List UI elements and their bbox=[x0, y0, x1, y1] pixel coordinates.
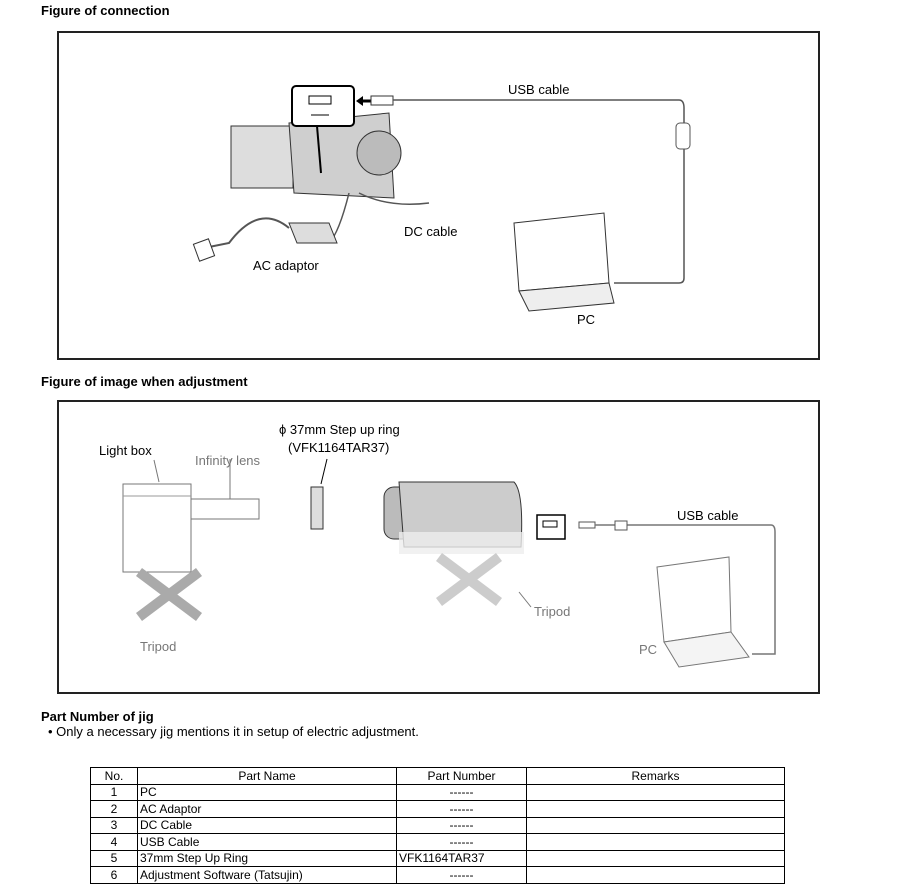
tripod-icon bbox=[436, 553, 502, 606]
dc-cable-label: DC cable bbox=[404, 224, 458, 239]
connection-figure: USB cable DC cable AC adaptor PC bbox=[57, 31, 820, 360]
cell-part-name: Adjustment Software (Tatsujin) bbox=[137, 866, 397, 884]
cell-remarks bbox=[526, 849, 785, 867]
cell-no: 3 bbox=[90, 816, 138, 834]
cell-part-number: ------ bbox=[396, 833, 527, 851]
pc-label: PC bbox=[577, 312, 596, 327]
cell-no: 4 bbox=[90, 833, 138, 851]
cell-no: 5 bbox=[90, 849, 138, 867]
cell-part-name: USB Cable bbox=[137, 833, 397, 851]
header-part-name: Part Name bbox=[137, 767, 397, 785]
light-box-label: Light box bbox=[99, 443, 152, 458]
step-up-ring-icon bbox=[310, 486, 324, 530]
header-no: No. bbox=[90, 767, 138, 785]
ac-adaptor-label: AC adaptor bbox=[253, 258, 319, 273]
adjustment-figure: Light box Infinity lens ϕ 37mm Step up r… bbox=[57, 400, 820, 694]
connection-figure-title: Figure of connection bbox=[41, 3, 170, 18]
cell-no: 6 bbox=[90, 866, 138, 884]
pc-screen-icon bbox=[513, 212, 610, 292]
usb-cable-line bbox=[393, 99, 685, 284]
cell-part-number: ------ bbox=[396, 783, 527, 801]
pc-label: PC bbox=[639, 642, 658, 657]
cell-part-number: ------ bbox=[396, 800, 527, 818]
table-header-row: No. Part Name Part Number Remarks bbox=[90, 767, 785, 785]
adjustment-illustration bbox=[122, 458, 776, 668]
usb-cable-label: USB cable bbox=[677, 508, 739, 523]
cell-part-name: DC Cable bbox=[137, 816, 397, 834]
usb-plug-icon bbox=[578, 521, 596, 529]
usb-cable-line bbox=[595, 524, 776, 655]
connection-illustration bbox=[192, 85, 691, 312]
cell-part-number: ------ bbox=[396, 866, 527, 884]
cell-remarks bbox=[526, 783, 785, 801]
camera-lcd-icon bbox=[230, 125, 294, 189]
cell-part-number: ------ bbox=[396, 816, 527, 834]
header-part-number: Part Number bbox=[396, 767, 527, 785]
ac-adaptor-icon bbox=[288, 222, 338, 244]
cell-no: 2 bbox=[90, 800, 138, 818]
cell-remarks bbox=[526, 800, 785, 818]
usb-plug-icon bbox=[370, 95, 394, 106]
cell-remarks bbox=[526, 816, 785, 834]
camera-tripod-label: Tripod bbox=[534, 604, 571, 619]
jig-section-title: Part Number of jig bbox=[41, 709, 154, 724]
cell-remarks bbox=[526, 866, 785, 884]
cell-part-name: AC Adaptor bbox=[137, 800, 397, 818]
jig-note: • Only a necessary jig mentions it in se… bbox=[48, 724, 419, 739]
infinity-lens-icon bbox=[190, 498, 260, 520]
infinity-lens-label: Infinity lens bbox=[195, 453, 261, 468]
light-box-icon bbox=[122, 483, 192, 573]
cell-part-number: VFK1164TAR37 bbox=[396, 849, 527, 867]
usb-port-inset-icon bbox=[291, 85, 355, 127]
lightbox-tripod-label: Tripod bbox=[140, 639, 177, 654]
pc-keyboard-icon bbox=[518, 282, 615, 312]
header-remarks: Remarks bbox=[526, 767, 785, 785]
step-up-ring-label: ϕ 37mm Step up ring bbox=[279, 422, 400, 437]
pc-screen-icon bbox=[656, 556, 732, 643]
cell-no: 1 bbox=[90, 783, 138, 801]
pc-keyboard-icon bbox=[663, 631, 750, 668]
step-up-ring-part-label: (VFK1164TAR37) bbox=[288, 440, 390, 455]
adjustment-figure-title: Figure of image when adjustment bbox=[41, 374, 248, 389]
cell-remarks bbox=[526, 833, 785, 851]
cell-part-name: 37mm Step Up Ring bbox=[137, 849, 397, 867]
cell-part-name: PC bbox=[137, 783, 397, 801]
tripod-icon bbox=[136, 568, 202, 621]
usb-cable-label: USB cable bbox=[508, 82, 570, 97]
